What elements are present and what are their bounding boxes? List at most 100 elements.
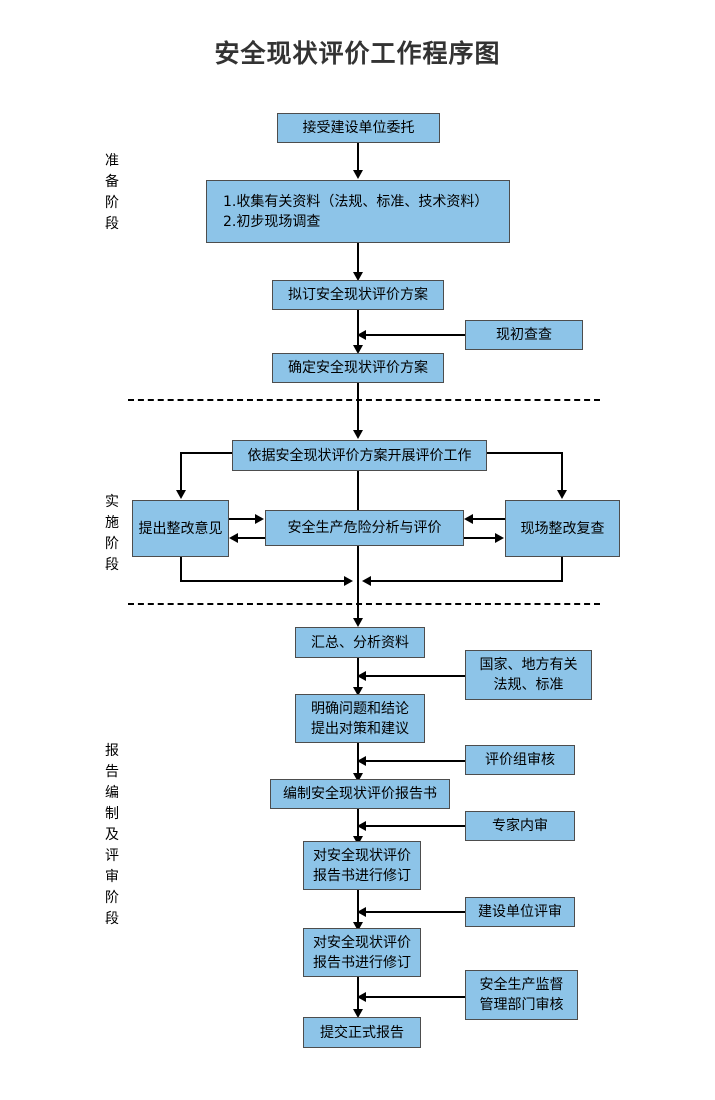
node-text-line: 管理部门审核 (479, 997, 564, 1013)
node-summarize-data[interactable]: 汇总、分析资料 (295, 627, 425, 658)
node-compile-report[interactable]: 编制安全现状评价报告书 (270, 779, 450, 809)
node-text-line: 现初查查 (496, 327, 552, 343)
arrow-recheck-to-hazard (464, 514, 473, 524)
stage-separator-1 (128, 399, 600, 401)
stage-label-char: 制 (105, 806, 119, 822)
arrow-laws-to-spine (357, 671, 366, 681)
node-text-line: 评价组审核 (485, 752, 555, 768)
connector-confirm-to-carryout (357, 382, 359, 431)
node-hazard-analysis[interactable]: 安全生产危险分析与评价 (265, 510, 464, 546)
node-text-line: 2.初步现场调查 (223, 213, 321, 230)
node-text-line: 安全生产危险分析与评价 (287, 520, 442, 536)
connector-opinion-to-hazard (229, 518, 256, 520)
arrow-accept-to-collect (353, 170, 363, 179)
node-text-line: 报告书进行修订 (313, 867, 411, 884)
connector-sitecheck-to-spine (366, 334, 466, 336)
connector-carryout-left-v (180, 452, 182, 492)
node-carry-out-evaluation[interactable]: 依据安全现状评价方案开展评价工作 (232, 440, 487, 471)
connector-reviewgroup-to-spine (366, 760, 466, 762)
stage-separator-2 (128, 603, 600, 605)
node-expert-internal-review[interactable]: 专家内审 (465, 811, 575, 841)
connector-hazard-to-opinion (238, 537, 265, 539)
node-text-line: 安全生产监督 (479, 977, 564, 993)
arrow-compile-to-revise1 (353, 836, 363, 845)
node-text-line: 接受建设单位委托 (302, 120, 415, 136)
arrow-recheck-converge (362, 576, 371, 586)
node-safety-bureau-audit[interactable]: 安全生产监督 管理部门审核 (465, 970, 578, 1020)
arrow-collect-to-draft (353, 272, 363, 281)
node-text-line: 1.收集有关资料（法规、标准、技术资料） (223, 193, 489, 210)
node-revise-report-1[interactable]: 对安全现状评价 报告书进行修订 (303, 841, 421, 890)
node-text-line: 明确问题和结论 (311, 700, 409, 717)
node-owner-review[interactable]: 建设单位评审 (465, 897, 575, 927)
node-rectification-opinion[interactable]: 提出整改意见 (132, 500, 229, 557)
node-revise-report-2[interactable]: 对安全现状评价 报告书进行修订 (303, 928, 421, 977)
arrow-clarify-to-compile (353, 773, 363, 782)
stage-label-char: 阶 (105, 536, 119, 552)
arrow-owner-to-spine (357, 907, 366, 917)
connector-recheck-down (561, 556, 563, 582)
node-text-line: 对安全现状评价 (313, 934, 411, 951)
node-accept-commission[interactable]: 接受建设单位委托 (277, 113, 440, 143)
arrow-revise2-to-submit (353, 1009, 363, 1018)
stage-label-char: 实 (105, 494, 119, 510)
node-review-group-audit[interactable]: 评价组审核 (465, 745, 575, 775)
node-text-line: 确定安全现状评价方案 (288, 360, 428, 376)
connector-carryout-right-h (486, 452, 563, 454)
node-text-line: 现场整改复查 (520, 520, 605, 537)
connector-carryout-right-v (561, 452, 563, 492)
stage-label-char: 施 (105, 515, 119, 531)
stage-label-char: 备 (105, 174, 119, 190)
arrow-bureau-to-spine (357, 992, 366, 1002)
arrow-reviewgroup-to-spine (357, 756, 366, 766)
node-text-line: 提出对策和建议 (311, 720, 409, 737)
connector-collect-to-draft (357, 243, 359, 275)
arrow-carryout-to-recheck (557, 490, 567, 499)
arrow-sitecheck-to-spine (357, 330, 366, 340)
connector-carryout-left-h (180, 452, 233, 454)
arrow-revise1-to-revise2 (353, 922, 363, 931)
node-text-line: 专家内审 (492, 818, 548, 834)
stage-label-preparation: 准 备 阶 段 (99, 151, 125, 235)
stage-label-char: 及 (105, 827, 119, 843)
stage-label-char: 准 (105, 153, 119, 169)
arrow-to-summarize (353, 618, 363, 627)
connector-owner-to-spine (366, 911, 466, 913)
connector-hazard-to-recheck (464, 537, 496, 539)
stage-label-char: 告 (105, 764, 119, 780)
node-text-line: 提交正式报告 (320, 1024, 404, 1041)
arrow-summarize-to-clarify (353, 687, 363, 696)
node-text-line: 国家、地方有关 (479, 657, 578, 673)
node-submit-final-report[interactable]: 提交正式报告 (303, 1017, 421, 1048)
node-text-line: 汇总、分析资料 (311, 634, 409, 651)
node-site-preliminary-check[interactable]: 现初查查 (465, 320, 583, 350)
connector-laws-to-spine (366, 675, 466, 677)
node-text-line: 拟订安全现状评价方案 (288, 287, 428, 303)
connector-bureau-to-spine (366, 996, 466, 998)
node-text-line: 编制安全现状评价报告书 (283, 786, 437, 802)
node-draft-plan[interactable]: 拟订安全现状评价方案 (272, 280, 444, 310)
page-title: 安全现状评价工作程序图 (214, 39, 501, 68)
stage-label-char: 编 (105, 785, 119, 801)
connector-hazard-down (357, 545, 359, 623)
arrow-opinion-converge (344, 576, 353, 586)
arrow-hazard-to-recheck (495, 533, 504, 543)
arrow-expert-to-spine (357, 821, 366, 831)
node-national-local-laws[interactable]: 国家、地方有关 法规、标准 (465, 650, 592, 700)
node-site-recheck[interactable]: 现场整改复查 (505, 500, 620, 557)
connector-expert-to-spine (366, 825, 466, 827)
node-confirm-plan[interactable]: 确定安全现状评价方案 (272, 353, 444, 383)
connector-recheck-to-hazard (473, 518, 505, 520)
arrow-draft-to-confirm (353, 345, 363, 354)
node-clarify-problems[interactable]: 明确问题和结论 提出对策和建议 (295, 694, 425, 743)
arrow-hazard-to-opinion (229, 533, 238, 543)
connector-opinion-down (180, 556, 182, 582)
node-text-line: 法规、标准 (493, 677, 564, 693)
node-text-line: 依据安全现状评价方案开展评价工作 (247, 447, 472, 464)
node-text-line: 对安全现状评价 (313, 847, 411, 864)
stage-label-char: 段 (105, 216, 119, 232)
arrow-confirm-to-carryout (353, 430, 363, 439)
connector-opinion-converge (180, 580, 345, 582)
node-collect-data[interactable]: 1.收集有关资料（法规、标准、技术资料） 2.初步现场调查 (206, 180, 510, 243)
